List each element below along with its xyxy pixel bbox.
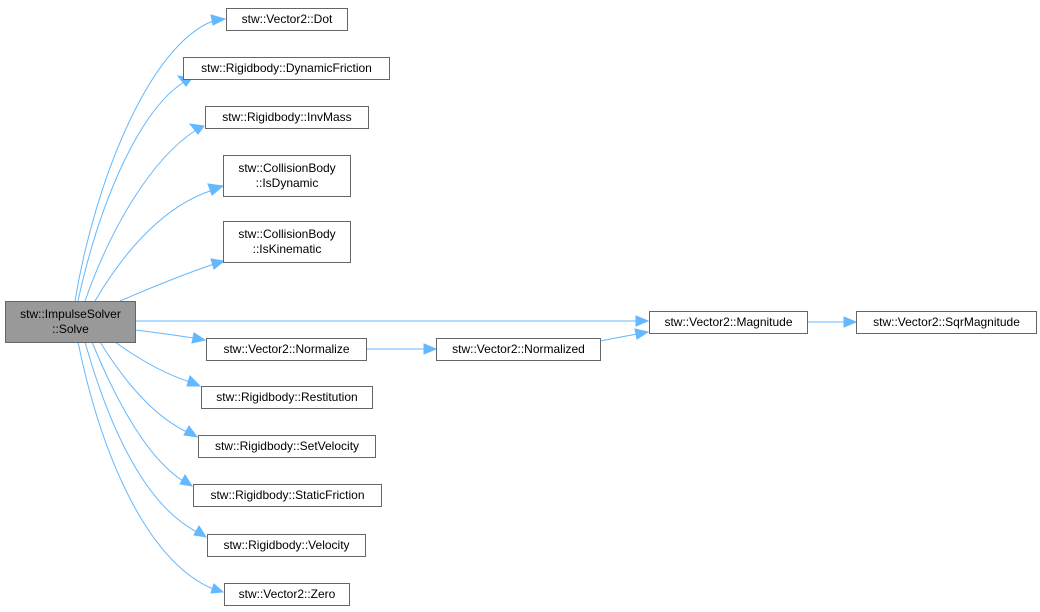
edge-solve-zero: [77, 341, 214, 590]
arrowhead-solve-isdynamic: [207, 183, 225, 196]
node-solve[interactable]: stw::ImpulseSolver::Solve: [5, 301, 136, 343]
node-velocity[interactable]: stw::Rigidbody::Velocity: [207, 534, 366, 557]
node-isdynamic[interactable]: stw::CollisionBody::IsDynamic: [223, 155, 351, 197]
node-box: [223, 221, 351, 263]
node-label: stw::Vector2::Zero: [239, 587, 336, 601]
arrowhead-normalized-magnitude: [634, 328, 650, 340]
node-box: [207, 534, 366, 557]
edge-solve-setvel: [99, 341, 188, 433]
node-label: stw::Vector2::Dot: [242, 12, 333, 26]
node-box: [205, 106, 369, 129]
node-box: [224, 583, 350, 606]
node-normalize[interactable]: stw::Vector2::Normalize: [206, 338, 367, 361]
arrowhead-solve-invmass: [188, 123, 205, 135]
arrowhead-solve-normalize: [191, 332, 207, 344]
node-box: [201, 386, 373, 409]
node-box: [223, 155, 351, 197]
node-staticfric[interactable]: stw::Rigidbody::StaticFriction: [193, 484, 382, 507]
node-label: stw::Rigidbody::SetVelocity: [215, 439, 359, 453]
node-setvel[interactable]: stw::Rigidbody::SetVelocity: [198, 435, 376, 458]
node-label: stw::Rigidbody::StaticFriction: [210, 488, 364, 502]
node-label: stw::Rigidbody::Restitution: [216, 390, 357, 404]
edge-solve-isdynamic: [94, 189, 214, 302]
node-box: [436, 338, 601, 361]
node-label: ::Solve: [52, 322, 89, 336]
node-magnitude[interactable]: stw::Vector2::Magnitude: [649, 311, 808, 334]
edge-solve-staticfric: [91, 341, 184, 482]
node-invmass[interactable]: stw::Rigidbody::InvMass: [205, 106, 369, 129]
arrowhead-solve-restitution: [186, 375, 202, 387]
arrowhead-solve-staticfric: [179, 474, 194, 487]
edge-solve-normalize: [134, 329, 195, 339]
edge-solve-invmass: [84, 129, 197, 302]
node-label: stw::Vector2::Normalized: [452, 342, 585, 356]
edge-solve-velocity: [84, 341, 198, 533]
node-box: [226, 8, 348, 31]
edge-solve-dynfric: [77, 81, 185, 302]
arrowhead-solve-setvel: [183, 425, 199, 438]
node-normalized[interactable]: stw::Vector2::Normalized: [436, 338, 601, 361]
node-label: stw::Rigidbody::InvMass: [222, 110, 351, 124]
edge-normalized-magnitude: [599, 333, 638, 342]
edge-solve-restitution: [114, 341, 191, 383]
node-box: [198, 435, 376, 458]
node-label: ::IsDynamic: [256, 176, 319, 190]
arrowhead-solve-magnitude: [635, 315, 650, 327]
node-label: stw::Vector2::Magnitude: [664, 315, 792, 329]
node-zero[interactable]: stw::Vector2::Zero: [224, 583, 350, 606]
arrowhead-solve-iskinematic: [210, 258, 226, 270]
arrowhead-magnitude-sqrmag: [843, 316, 858, 328]
node-box: [183, 57, 390, 80]
node-label: ::IsKinematic: [253, 242, 322, 256]
node-label: stw::Rigidbody::Velocity: [223, 538, 349, 552]
edge-solve-iskinematic: [119, 263, 215, 302]
node-sqrmag[interactable]: stw::Vector2::SqrMagnitude: [856, 311, 1037, 334]
node-label: stw::Vector2::SqrMagnitude: [873, 315, 1020, 329]
node-box: [206, 338, 367, 361]
node-label: stw::CollisionBody: [238, 227, 335, 241]
node-layer: stw::ImpulseSolver::Solve stw::Vector2::D…: [5, 8, 1037, 606]
node-box: [649, 311, 808, 334]
arrowhead-solve-dot: [210, 14, 227, 26]
node-box: [193, 484, 382, 507]
arrowhead-solve-zero: [210, 583, 225, 594]
arrowhead-normalize-normalized: [423, 343, 438, 355]
node-dynfric[interactable]: stw::Rigidbody::DynamicFriction: [183, 57, 390, 80]
node-label: stw::CollisionBody: [238, 161, 335, 175]
edge-layer: [74, 14, 858, 594]
edge-solve-dot: [74, 20, 214, 302]
node-label: stw::Vector2::Normalize: [223, 342, 349, 356]
node-label: stw::Rigidbody::DynamicFriction: [201, 61, 372, 75]
arrowhead-solve-velocity: [193, 525, 208, 538]
node-restitution[interactable]: stw::Rigidbody::Restitution: [201, 386, 373, 409]
node-box: [856, 311, 1037, 334]
node-dot[interactable]: stw::Vector2::Dot: [226, 8, 348, 31]
node-box: [5, 301, 136, 343]
node-iskinematic[interactable]: stw::CollisionBody::IsKinematic: [223, 221, 351, 263]
node-label: stw::ImpulseSolver: [20, 307, 121, 321]
